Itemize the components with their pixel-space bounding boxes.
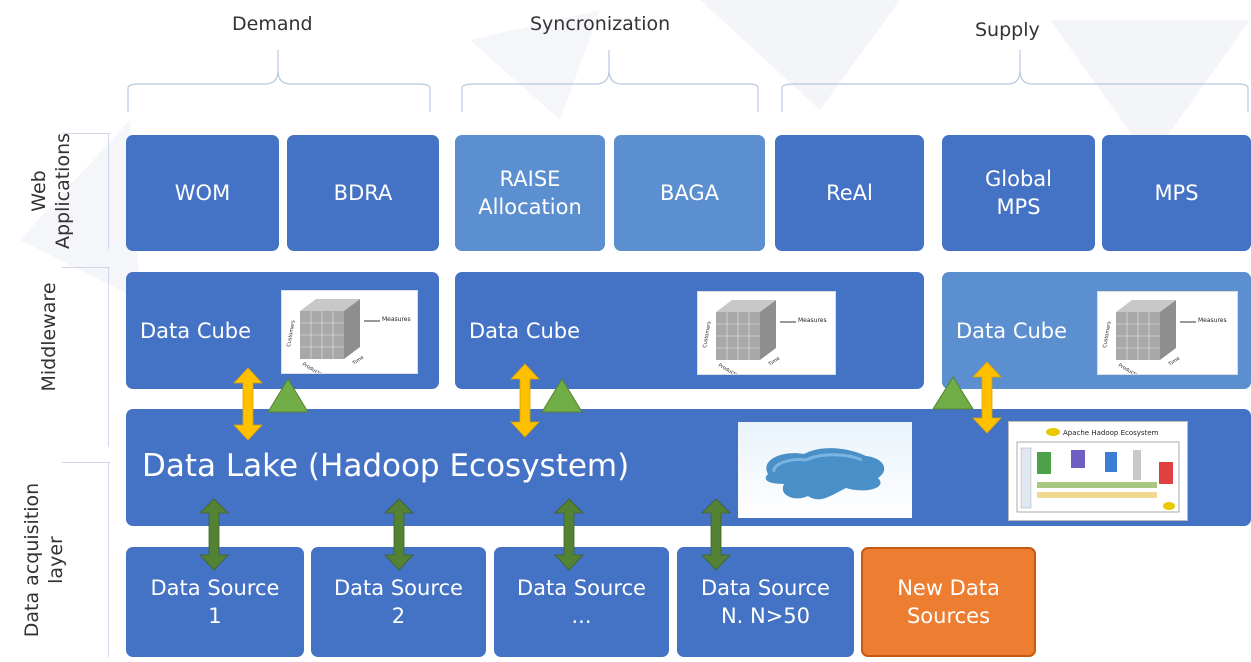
group-label-syncronization: Syncronization (530, 13, 671, 35)
web-app-label: Global MPS (985, 167, 1052, 219)
data-source-1: Data Source 1 (126, 547, 304, 657)
new-data-sources: New Data Sources (861, 547, 1036, 657)
data-source-label: Data Source 1 (150, 576, 280, 628)
group-braces (127, 50, 1249, 112)
data-source-label: Data Source N. N>50 (701, 576, 830, 628)
cube-axis-label: Customers (286, 319, 297, 347)
cube-axis-label: Time (351, 355, 365, 368)
cube-image: Measures Customers Products Time (702, 300, 827, 379)
data-source-label: Data Source ... (517, 576, 646, 628)
web-app-label: ReAl (826, 181, 873, 205)
data-cube-label: Data Cube (140, 318, 252, 343)
hadoop-ecosystem-figure: Apache Hadoop Ecosystem (1008, 421, 1188, 521)
layer-bracket (108, 462, 109, 657)
web-app-label: RAISE Allocation (478, 167, 582, 219)
cube-axis-label: Products (1117, 363, 1139, 374)
data-cube-figure: Measures Customers Products Time (281, 290, 418, 378)
hadoop-ecosystem-image: Apache Hadoop Ecosystem (1016, 428, 1180, 513)
data-lake-label: Data Lake (Hadoop Ecosystem) (142, 448, 630, 484)
cube-axis-label: Customers (1102, 320, 1113, 348)
web-app-global-mps: Global MPS (942, 135, 1095, 251)
cube-axis-label: Time (767, 356, 781, 369)
middleware-data-cube-sync: Data Cube (455, 272, 924, 389)
data-cube-figure: Measures Customers Products Time (1097, 291, 1238, 379)
web-app-real: ReAl (775, 135, 924, 251)
data-source-ellipsis: Data Source ... (494, 547, 669, 657)
layer-bracket (108, 267, 109, 447)
layer-bracket (108, 133, 109, 249)
web-app-label: MPS (1154, 181, 1199, 205)
web-app-bdra: BDRA (287, 135, 439, 251)
layer-label-middleware: Middleware (38, 282, 60, 392)
cube-measures-label: Measures (382, 316, 411, 323)
web-app-mps: MPS (1102, 135, 1251, 251)
layer-label-web-applications: Web Applications (28, 132, 74, 250)
web-app-wom: WOM (126, 135, 279, 251)
layer-label-data-acquisition: Data acquisition layer (21, 482, 67, 638)
data-source-label: Data Source 2 (334, 576, 463, 628)
lake-image (765, 448, 885, 500)
web-app-label: BDRA (333, 181, 393, 205)
web-app-baga: BAGA (614, 135, 765, 251)
data-source-n: Data Source N. N>50 (677, 547, 854, 657)
data-source-label: New Data Sources (897, 576, 1000, 628)
cube-axis-label: Time (1167, 356, 1181, 369)
layer-divider (62, 133, 110, 134)
web-app-label: BAGA (659, 181, 720, 205)
layer-divider (62, 267, 110, 268)
group-label-demand: Demand (232, 13, 313, 35)
cube-measures-label: Measures (1198, 317, 1227, 324)
data-source-2: Data Source 2 (311, 547, 486, 657)
web-app-label: WOM (174, 181, 231, 205)
data-cube-label: Data Cube (956, 318, 1068, 343)
data-cube-figure: Measures Customers Products Time (697, 291, 836, 379)
layer-divider (62, 462, 110, 463)
group-label-supply: Supply (975, 19, 1040, 41)
cube-axis-label: Products (301, 362, 323, 373)
web-app-raise-allocation: RAISE Allocation (455, 135, 605, 251)
cube-image: Measures Customers Products Time (286, 299, 411, 378)
hadoop-ecosystem-title: Apache Hadoop Ecosystem (1063, 429, 1159, 437)
cube-image: Measures Customers Products Time (1102, 300, 1227, 379)
cube-measures-label: Measures (798, 317, 827, 324)
lake-illustration (738, 422, 912, 518)
cube-axis-label: Products (717, 363, 739, 374)
cube-axis-label: Customers (702, 320, 713, 348)
data-cube-label: Data Cube (469, 318, 581, 343)
